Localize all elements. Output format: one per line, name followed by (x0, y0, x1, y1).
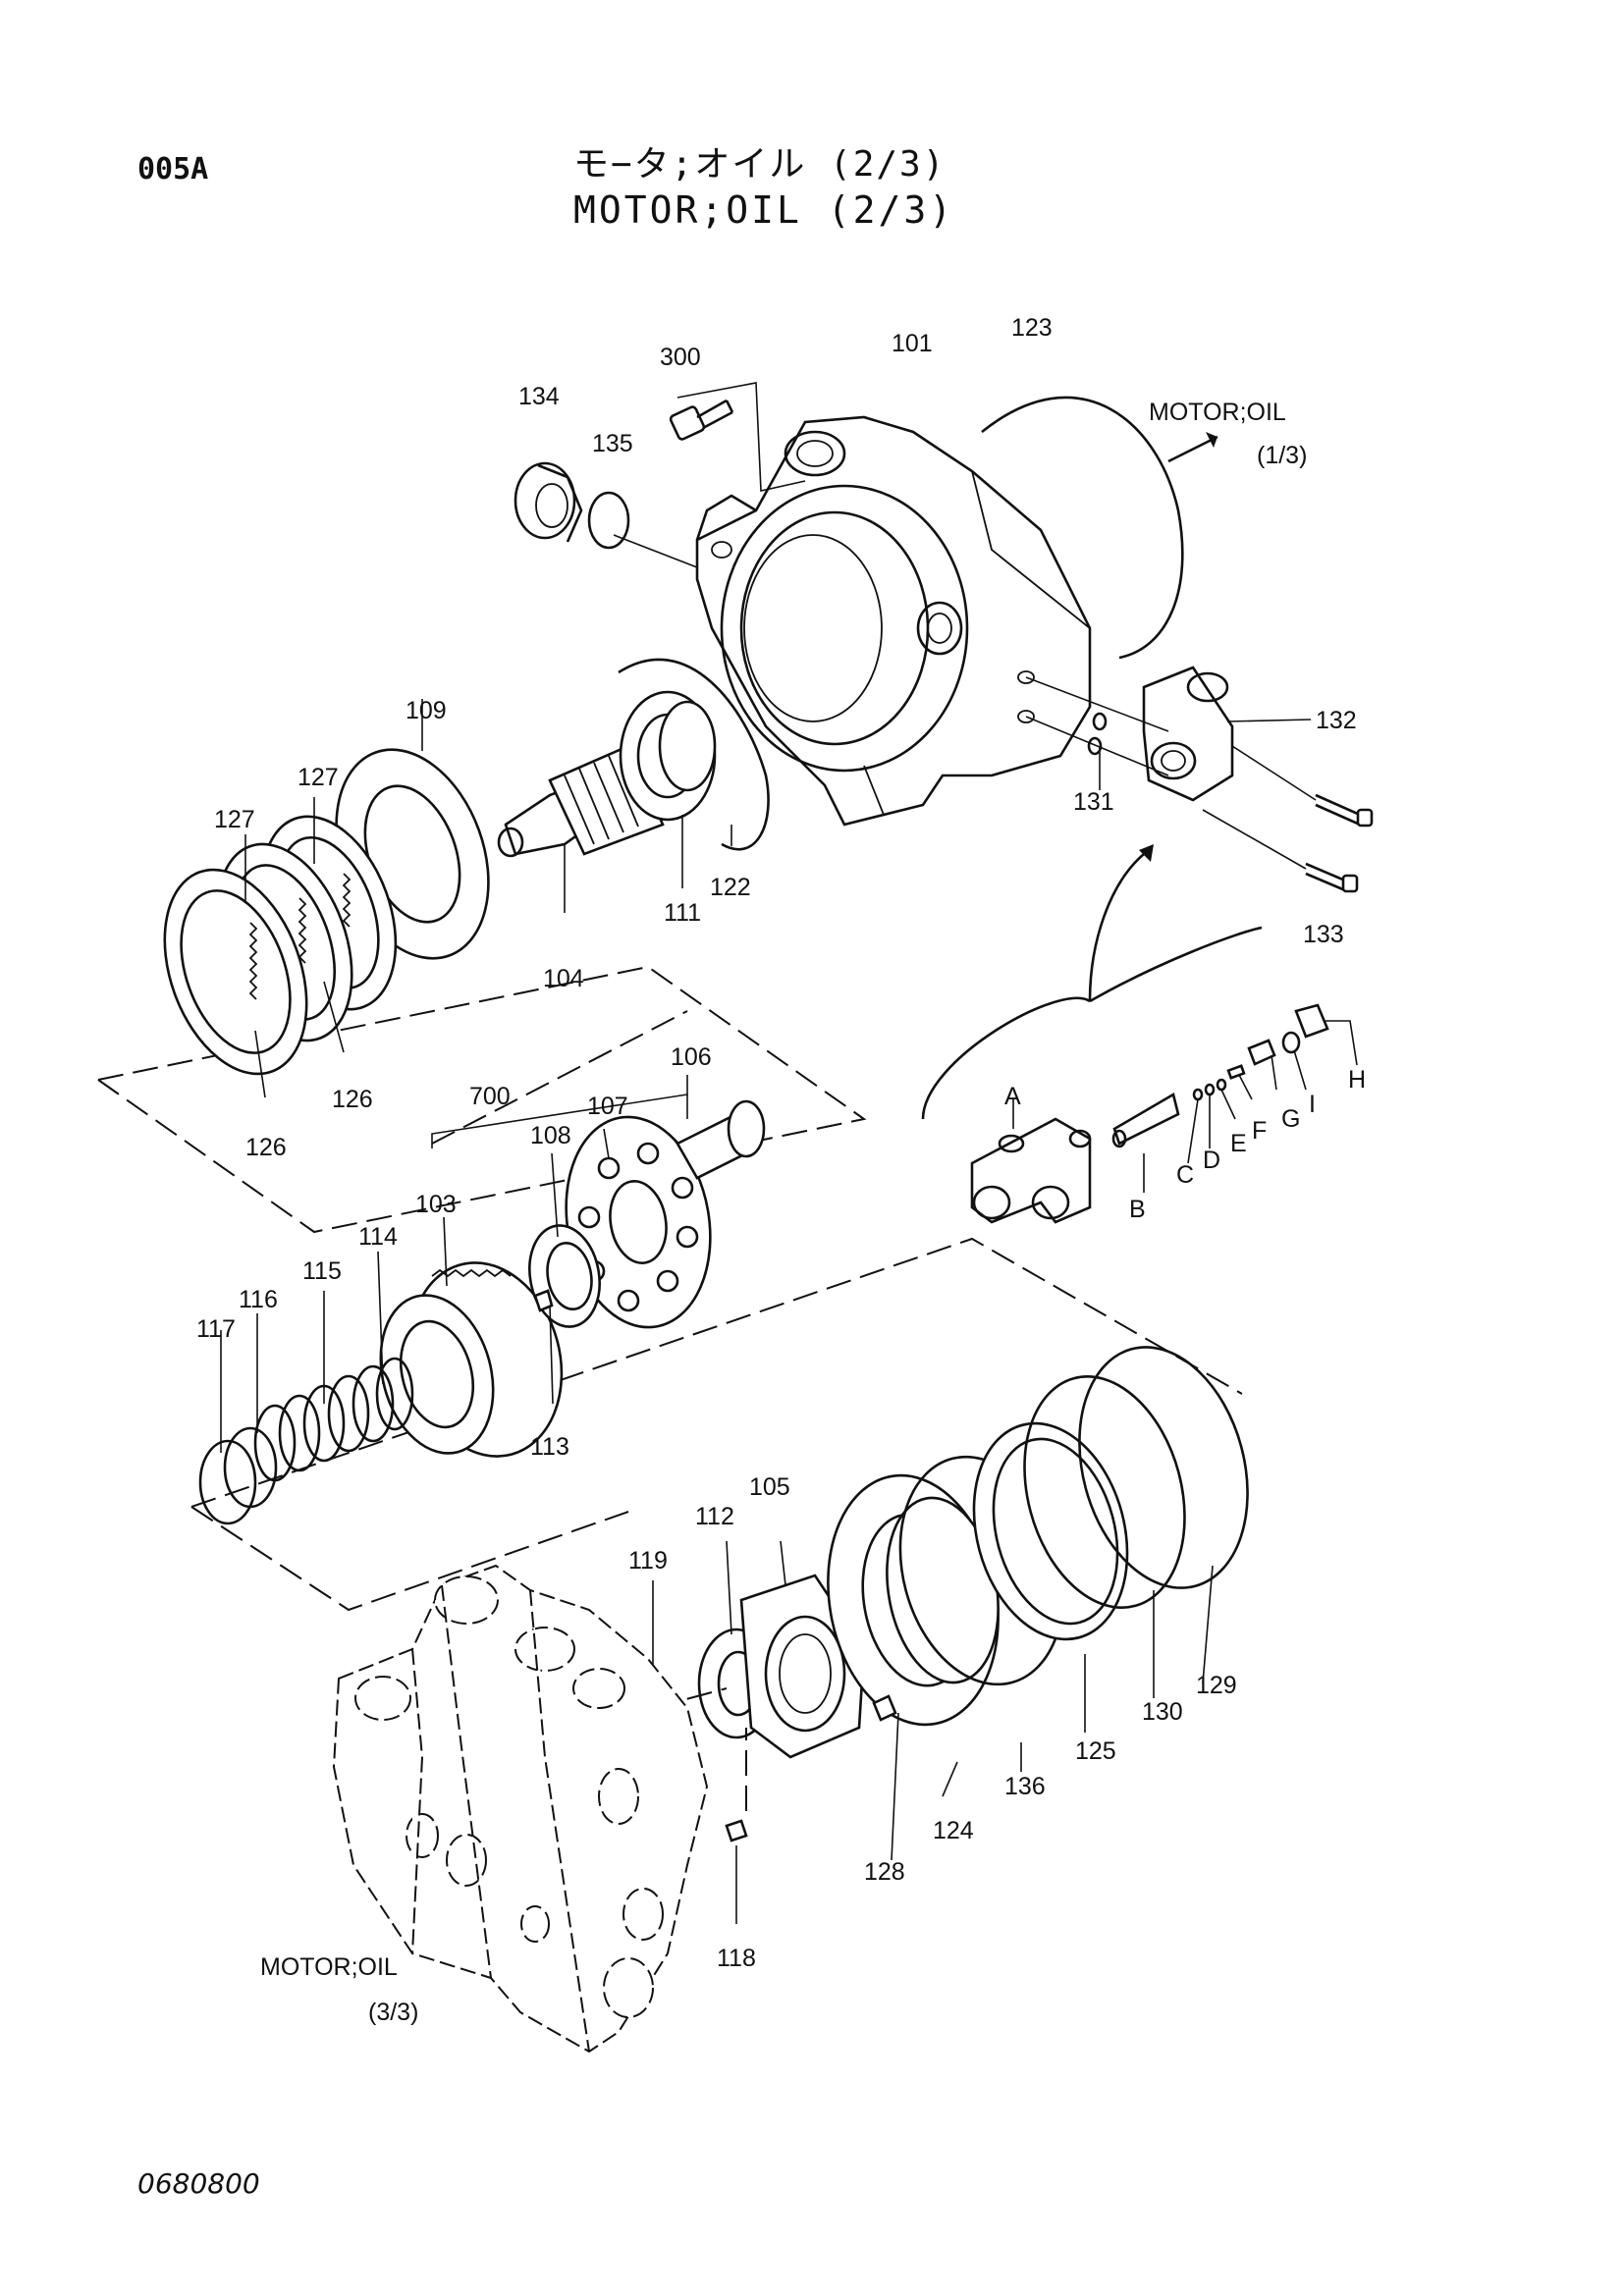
page-title: MOTOR;OIL (2/3) (573, 188, 955, 232)
callout-133: 133 (1303, 921, 1344, 948)
callout-129: 129 (1196, 1672, 1237, 1699)
connection-curve (921, 853, 1145, 1120)
callout-136: 136 (1004, 1773, 1046, 1800)
callout-134: 134 (518, 383, 560, 410)
pin-118 (725, 1819, 748, 1842)
drawing-number: 0680800 (137, 2167, 260, 2200)
callout-113: 113 (530, 1433, 569, 1461)
callout-135: 135 (592, 430, 633, 457)
snap-ring-117 (198, 1439, 257, 1525)
callout-A: A (1004, 1083, 1021, 1110)
svg-text:MOTOR;OIL: MOTOR;OIL (260, 1953, 398, 1981)
svg-text:MOTOR;OIL: MOTOR;OIL (1149, 399, 1286, 426)
ring-125 (972, 1421, 1129, 1641)
callout-B: B (1129, 1196, 1146, 1223)
washer-114 (375, 1357, 414, 1431)
o-ring-123 (981, 396, 1184, 660)
reference-motor-oil-1-of-3: MOTOR;OIL (1/3) (1149, 399, 1307, 469)
bearing-111 (619, 690, 717, 822)
callout-124: 124 (933, 1817, 974, 1844)
callout-125: 125 (1075, 1737, 1116, 1765)
fitting-132 (1087, 666, 1234, 802)
o-ring-122 (618, 658, 770, 851)
housing-101 (695, 415, 1092, 827)
piston-124 (827, 1473, 1000, 1727)
callout-300: 300 (660, 344, 701, 371)
callout-E: E (1230, 1130, 1247, 1157)
callout-F: F (1252, 1117, 1267, 1145)
callout-105: 105 (749, 1473, 790, 1501)
section-code: 005A (137, 152, 209, 187)
callout-106: 106 (671, 1043, 712, 1071)
callout-126-lower: 126 (245, 1134, 287, 1161)
phantom-valve-body (332, 1564, 709, 2054)
callout-132: 132 (1316, 707, 1357, 734)
callout-103: 103 (415, 1191, 457, 1218)
group-700-boundary (97, 965, 1243, 1612)
svg-text:(1/3): (1/3) (1257, 442, 1307, 469)
callout-C: C (1176, 1161, 1194, 1189)
pin-113 (533, 1289, 554, 1312)
callout-101: 101 (892, 330, 933, 357)
callout-G: G (1281, 1105, 1300, 1133)
callout-109: 109 (406, 697, 447, 724)
callout-107: 107 (587, 1093, 628, 1120)
o-ring-129 (1078, 1346, 1249, 1589)
callout-119: 119 (628, 1547, 668, 1575)
callout-H: H (1348, 1066, 1366, 1094)
callout-116: 116 (239, 1286, 278, 1313)
callout-I: I (1309, 1091, 1316, 1118)
retainer-plate-107 (565, 1115, 712, 1329)
spring-pin-128 (872, 1694, 897, 1722)
valve-body-A (970, 1117, 1092, 1224)
bolts-133 (1305, 793, 1374, 893)
callout-115: 115 (302, 1257, 342, 1285)
bolt-300 (669, 399, 734, 441)
reference-motor-oil-3-of-3: MOTOR;OIL (3/3) (260, 1953, 418, 2026)
callout-127-lower: 127 (214, 806, 255, 833)
callout-117: 117 (196, 1315, 236, 1343)
callout-104: 104 (543, 965, 584, 992)
friction-plates-126-127 (163, 815, 398, 1076)
callout-130: 130 (1142, 1698, 1183, 1726)
callout-131: 131 (1073, 788, 1114, 816)
arrow-to-motor-oil-1-of-3 (1167, 432, 1218, 463)
pin-106 (676, 1099, 766, 1180)
callout-108: 108 (530, 1122, 571, 1149)
callout-126-upper: 126 (332, 1086, 373, 1113)
callout-112: 112 (695, 1503, 734, 1530)
callout-128: 128 (864, 1858, 905, 1886)
callout-D: D (1203, 1147, 1220, 1174)
callout-118: 118 (717, 1945, 756, 1972)
callout-111: 111 (664, 899, 701, 927)
callout-123: 123 (1011, 314, 1053, 342)
o-ring-130 (1023, 1375, 1186, 1609)
spool-parts-C-I (1192, 1003, 1329, 1101)
callout-labels: 300 101 123 134 135 109 132 127 127 122 … (196, 314, 1366, 1972)
washer-116 (223, 1426, 278, 1509)
page-title-japanese: モ−タ;オイル (2/3) (573, 144, 947, 185)
spool-B (1111, 1093, 1180, 1148)
o-ring-135 (587, 491, 630, 550)
plug-134 (514, 461, 583, 543)
svg-text:(3/3): (3/3) (368, 1999, 418, 2026)
callout-122: 122 (710, 874, 751, 901)
callout-127-upper: 127 (298, 764, 339, 791)
callout-114: 114 (358, 1223, 398, 1251)
callout-700: 700 (469, 1083, 511, 1110)
